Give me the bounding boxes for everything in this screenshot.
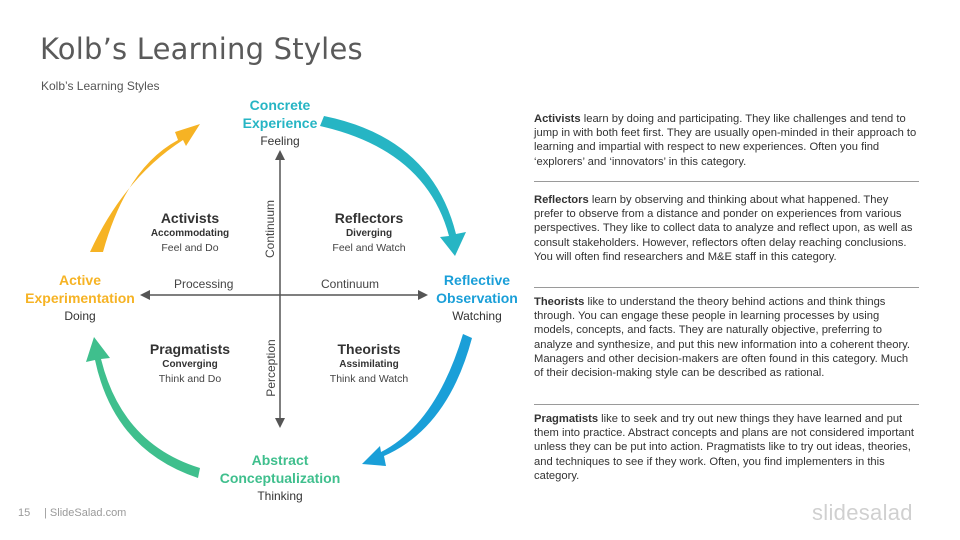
axis-label-processing: Processing (174, 277, 234, 291)
divider-3 (534, 404, 919, 405)
description-reflectors: Reflectors learn by observing and thinki… (534, 193, 918, 264)
stage-reflective-line1: Reflective (443, 272, 511, 288)
divider-1 (534, 181, 919, 182)
quadrant-theorists: Theorists Assimilating Think and Watch (309, 340, 429, 386)
stage-abstract-sub: Thinking (257, 489, 303, 503)
description-activists-term: Activists (534, 113, 581, 125)
quadrant-reflectors-name: Reflectors (334, 210, 404, 226)
description-pragmatists-term: Pragmatists (534, 413, 599, 425)
quadrant-pragmatists-name: Pragmatists (149, 341, 231, 357)
vertical-axis-arrow-up (275, 150, 285, 160)
description-pragmatists-text: like to seek and try out new things they… (534, 413, 914, 482)
stage-concrete-line1: Concrete (249, 97, 311, 113)
stage-reflective-observation: Reflective Observation Watching (430, 271, 524, 325)
axis-label-perception: Perception (264, 339, 278, 397)
quadrant-pragmatists-style: Converging (162, 359, 218, 370)
stage-abstract-line2: Conceptualization (219, 470, 341, 486)
description-activists: Activists learn by doing and participati… (534, 112, 918, 169)
quadrant-activists-style: Accommodating (150, 228, 230, 239)
description-theorists-text: like to understand the theory behind act… (534, 296, 911, 380)
quadrant-reflectors-desc: Feel and Watch (332, 242, 406, 254)
description-theorists: Theorists like to understand the theory … (534, 295, 918, 380)
arrow-concrete-to-reflective (320, 116, 466, 256)
stage-active-experimentation: Active Experimentation Doing (20, 271, 140, 325)
stage-concrete-experience: Concrete Experience Feeling (228, 96, 332, 150)
quadrant-reflectors-style: Diverging (345, 228, 393, 239)
divider-2 (534, 287, 919, 288)
quadrant-theorists-style: Assimilating (339, 359, 399, 370)
description-reflectors-text: learn by observing and thinking about wh… (534, 194, 913, 263)
quadrant-activists-name: Activists (160, 210, 220, 226)
stage-active-line2: Experimentation (25, 290, 135, 306)
slide-subtitle: Kolb’s Learning Styles (41, 79, 160, 93)
stage-active-line1: Active (58, 272, 102, 288)
stage-concrete-sub: Feeling (260, 134, 300, 148)
quadrant-theorists-desc: Think and Watch (329, 373, 409, 385)
quadrant-pragmatists: Pragmatists Converging Think and Do (130, 340, 250, 386)
horizontal-axis-arrow-right (418, 290, 428, 300)
axis-label-continuum-vertical: Continuum (263, 199, 277, 259)
brand-logo: slidesalad (812, 500, 913, 525)
vertical-axis-arrow-down (275, 418, 285, 428)
arrow-reflective-to-abstract (362, 334, 472, 466)
page-number: 15 (18, 507, 31, 519)
stage-concrete-line2: Experience (242, 115, 318, 131)
arrow-abstract-to-active (86, 337, 200, 478)
quadrant-reflectors: Reflectors Diverging Feel and Watch (309, 209, 429, 255)
quadrant-activists: Activists Accommodating Feel and Do (130, 209, 250, 255)
horizontal-axis-arrow-left (140, 290, 150, 300)
stage-abstract-line1: Abstract (251, 452, 309, 468)
stage-active-sub: Doing (64, 309, 96, 323)
quadrant-theorists-name: Theorists (337, 341, 401, 357)
stage-reflective-sub: Watching (452, 309, 502, 323)
footer-site-link: | SlideSalad.com (44, 507, 127, 519)
stage-abstract-conceptualization: Abstract Conceptualization Thinking (212, 451, 348, 505)
slide-title: Kolb’s Learning Styles (40, 32, 363, 66)
description-pragmatists: Pragmatists like to seek and try out new… (534, 412, 918, 483)
axis-label-continuum-horizontal: Continuum (321, 277, 380, 291)
description-theorists-term: Theorists (534, 296, 585, 308)
arrow-active-to-concrete (90, 124, 200, 252)
quadrant-activists-desc: Feel and Do (161, 242, 219, 254)
description-activists-text: learn by doing and participating. They l… (534, 113, 917, 168)
quadrant-pragmatists-desc: Think and Do (158, 373, 222, 385)
description-reflectors-term: Reflectors (534, 194, 589, 206)
stage-reflective-line2: Observation (436, 290, 518, 306)
